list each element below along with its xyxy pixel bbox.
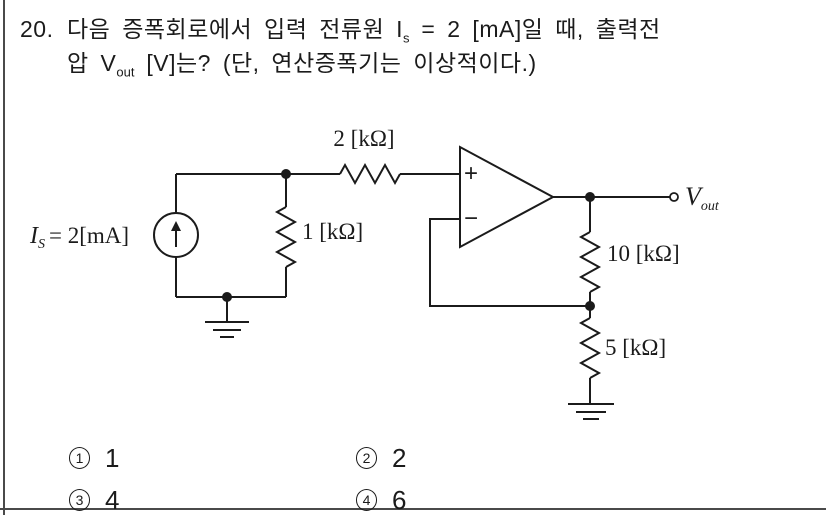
answer-choice-3: 3 4: [69, 487, 119, 513]
opamp-minus-sign: −: [464, 205, 478, 232]
label-resistor-series: 2 [kΩ]: [333, 126, 394, 151]
label-resistor-feedback-lower: 5 [kΩ]: [605, 335, 666, 360]
choice-1-marker: 1: [69, 447, 90, 469]
node-feedback-junction: [585, 301, 595, 311]
choice-4-value: 6: [392, 485, 407, 515]
choice-3-number: 3: [75, 492, 84, 509]
node-input-junction: [281, 169, 291, 179]
output-terminal: [669, 192, 679, 202]
question-line2-post: [V]는? (단, 연산증폭기는 이상적이다.): [134, 50, 537, 76]
wire-feedback-loop: [429, 218, 588, 307]
question-line-2: 압 Vout [V]는? (단, 연산증폭기는 이상적이다.): [67, 46, 780, 80]
answer-choice-1: 1 1: [69, 445, 119, 471]
question-block: 20.다음 증폭회로에서 입력 전류원 Is = 2 [mA]일 때, 출력전 …: [20, 12, 780, 80]
choice-3-value: 4: [105, 485, 120, 515]
question-line1-subscript: s: [403, 30, 410, 46]
resistor-feedback-upper: [578, 231, 602, 293]
label-vout: Vout: [685, 182, 720, 214]
node-output-junction: [585, 192, 595, 202]
choice-4-number: 4: [362, 492, 371, 509]
question-line2-pre: 압 V: [67, 50, 117, 76]
answer-choice-4: 4 6: [356, 487, 406, 513]
label-current-source: IS = 2[mA]: [29, 223, 129, 252]
node-ground-junction: [222, 292, 232, 302]
resistor-series-input: [339, 162, 401, 186]
choice-2-value: 2: [392, 443, 407, 473]
current-source-var: I: [29, 223, 39, 249]
page-bottom-border: [0, 508, 826, 510]
current-source-arrow-head: [171, 221, 181, 231]
question-line1-pre: 다음 증폭회로에서 입력 전류원 I: [67, 16, 404, 42]
question-line1-post: = 2 [mA]일 때, 출력전: [409, 16, 661, 42]
resistor-shunt-input: [274, 206, 298, 268]
label-resistor-feedback-upper: 10 [kΩ]: [607, 241, 680, 266]
question-line2-subscript: out: [116, 64, 135, 80]
choice-3-marker: 3: [69, 489, 90, 511]
choice-2-marker: 2: [356, 447, 377, 469]
question-number: 20.: [20, 16, 54, 42]
page-left-border: [3, 0, 5, 515]
resistor-feedback-lower: [578, 317, 602, 379]
choice-1-value: 1: [105, 443, 120, 473]
choice-2-number: 2: [362, 450, 371, 467]
label-resistor-shunt: 1 [kΩ]: [302, 219, 363, 244]
question-line-1: 20. 다음 증폭회로에서 입력 전류원 Is = 2 [mA]일 때, 출력전: [20, 12, 780, 46]
answer-choice-2: 2 2: [356, 445, 406, 471]
opamp-plus-sign: +: [464, 160, 478, 187]
choice-1-number: 1: [75, 450, 84, 467]
current-source-value: = 2[mA]: [49, 223, 129, 248]
vout-var: V: [685, 182, 704, 211]
question-text-line1: 다음 증폭회로에서 입력 전류원 Is = 2 [mA]일 때, 출력전: [67, 16, 661, 45]
circuit-diagram: + − 2 [kΩ] 1 [kΩ] 10 [kΩ] 5 [kΩ] IS = 2[m…: [29, 126, 720, 420]
choice-4-marker: 4: [356, 489, 377, 511]
current-source-var-sub: S: [38, 237, 45, 252]
opamp-triangle: [459, 145, 556, 249]
vout-var-sub: out: [701, 199, 720, 214]
